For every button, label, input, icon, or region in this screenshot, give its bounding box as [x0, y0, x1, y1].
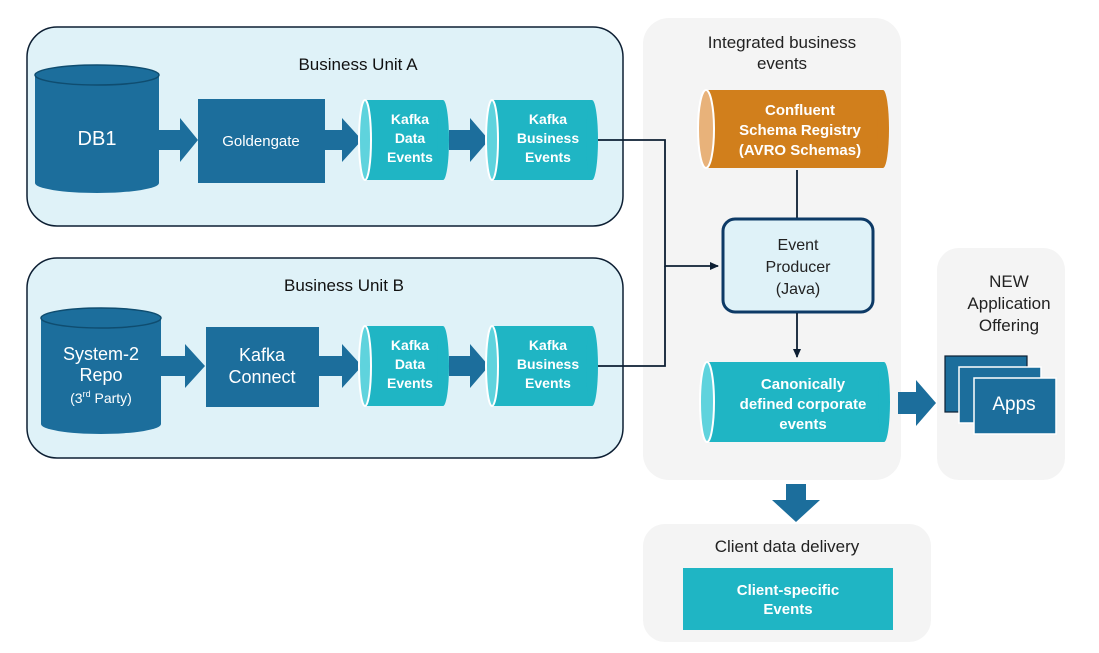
db1-label: DB1: [78, 128, 117, 150]
kafka-business-a-line2: Business: [517, 130, 579, 146]
goldengate-label: Goldengate: [222, 133, 300, 150]
integrated-title-line1: Integrated business: [708, 33, 856, 52]
kafka-business-a-line1: Kafka: [529, 111, 567, 127]
kafka-business-b-line3: Events: [525, 375, 571, 391]
apps-stack: Apps: [944, 355, 1057, 435]
kafka-business-b-line2: Business: [517, 356, 579, 372]
kafka-data-a-line1: Kafka: [391, 111, 429, 127]
arrow-repo-kafka-connect: [161, 344, 205, 388]
registry-line1: Confluent: [765, 102, 835, 119]
integrated-title-line2: events: [757, 54, 807, 73]
kafka-connect-box: [206, 327, 319, 407]
registry-line3: (AVRO Schemas): [739, 142, 861, 159]
canonical-line3: events: [779, 416, 827, 433]
repo-line2: Repo: [79, 365, 122, 385]
kafka-data-b-line1: Kafka: [391, 337, 429, 353]
kafka-data-b-line2: Data: [395, 356, 426, 372]
arrow-kafka-data-business-a: [449, 118, 489, 162]
goldengate-box: [198, 99, 325, 183]
arrow-db1-goldengate: [159, 118, 198, 162]
repo-note: (3rd Party): [70, 389, 132, 406]
apps-label: Apps: [992, 394, 1035, 415]
canonical-events-cylinder: Canonically defined corporate events: [699, 361, 890, 443]
kafka-data-a-line3: Events: [387, 149, 433, 165]
kafka-data-b-line3: Events: [387, 375, 433, 391]
client-specific-events-box: [683, 568, 893, 630]
canonical-line2: defined corporate: [740, 396, 867, 413]
arrow-connect-kafka-data: [319, 344, 362, 388]
connector-business-a-to-producer: [598, 139, 719, 270]
business-unit-b-title: Business Unit B: [284, 276, 404, 295]
client-events-line2: Events: [763, 601, 812, 618]
kafka-connect-line2: Connect: [228, 367, 295, 387]
client-delivery-title: Client data delivery: [715, 537, 860, 556]
arrow-goldengate-kafka-data: [325, 118, 362, 162]
connector-business-b-to-producer: [598, 266, 666, 367]
db1-cylinder: DB1: [34, 64, 160, 193]
producer-line3: (Java): [776, 281, 820, 298]
arrow-kafka-data-business-b: [449, 344, 489, 388]
producer-line1: Event: [778, 237, 819, 254]
new-offering-line3: Offering: [979, 316, 1039, 335]
registry-line2: Schema Registry: [739, 122, 861, 139]
kafka-data-a-line2: Data: [395, 130, 426, 146]
business-unit-a-title: Business Unit A: [298, 55, 418, 74]
new-offering-line2: Application: [967, 294, 1050, 313]
producer-line2: Producer: [766, 259, 832, 276]
arrow-canonical-apps: [898, 380, 936, 426]
canonical-line1: Canonically: [761, 376, 846, 393]
arrow-down-client-delivery: [772, 484, 820, 522]
client-events-line1: Client-specific: [737, 582, 840, 599]
new-offering-line1: NEW: [989, 272, 1029, 291]
kafka-connect-line1: Kafka: [239, 345, 286, 365]
event-producer-box: [721, 217, 875, 314]
kafka-business-a-line3: Events: [525, 149, 571, 165]
kafka-business-b-line1: Kafka: [529, 337, 567, 353]
repo-line1: System-2: [63, 344, 139, 364]
